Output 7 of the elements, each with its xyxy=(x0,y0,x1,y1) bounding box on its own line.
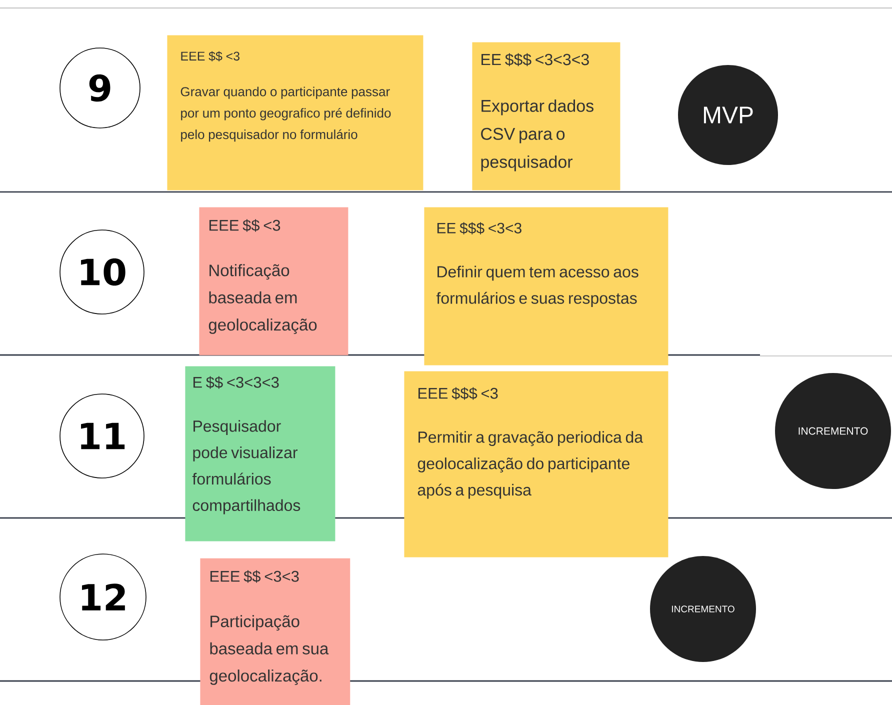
sticky-note: EEE $$ <3 Notificação baseada em geolocalização xyxy=(199,207,348,356)
sticky-note: EEE $$$ <3 Permitir a gravação periodica da geolocalização do participante após a pesquisa xyxy=(404,371,668,558)
sticky-note: E $$ <3<3<3 Pesquisador pode visualizar formulários compartilhados xyxy=(185,366,336,542)
sticky-note: EEE $$ <3<3 Participação baseada em sua geolocalização. xyxy=(200,558,350,705)
sticky-note: EE $$$ <3<3<3 Exportar dados CSV para o pesquisador xyxy=(472,42,620,190)
sticky-note: EE $$$ <3<3 Definir quem tem acesso aos formulários e suas respostas xyxy=(424,207,668,366)
sticky-note: EEE $$ <3 Gravar quando o participante passar por um ponto geografico pré definido pelo pesquisador no formulário xyxy=(167,35,424,190)
